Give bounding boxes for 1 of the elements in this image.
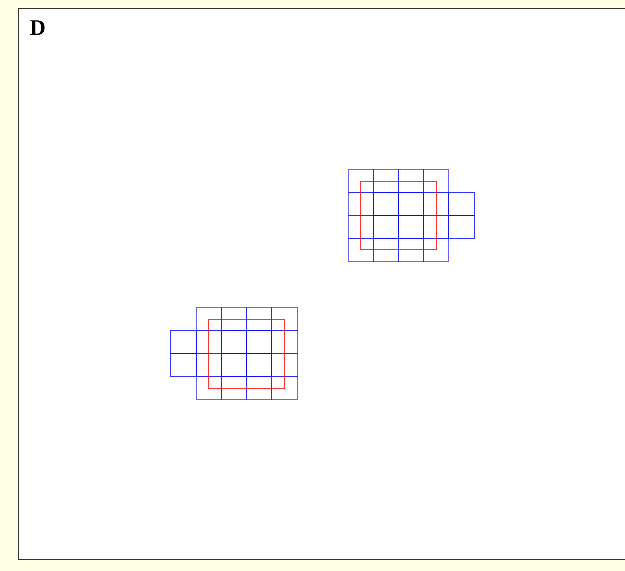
- panel-label: D: [30, 15, 46, 41]
